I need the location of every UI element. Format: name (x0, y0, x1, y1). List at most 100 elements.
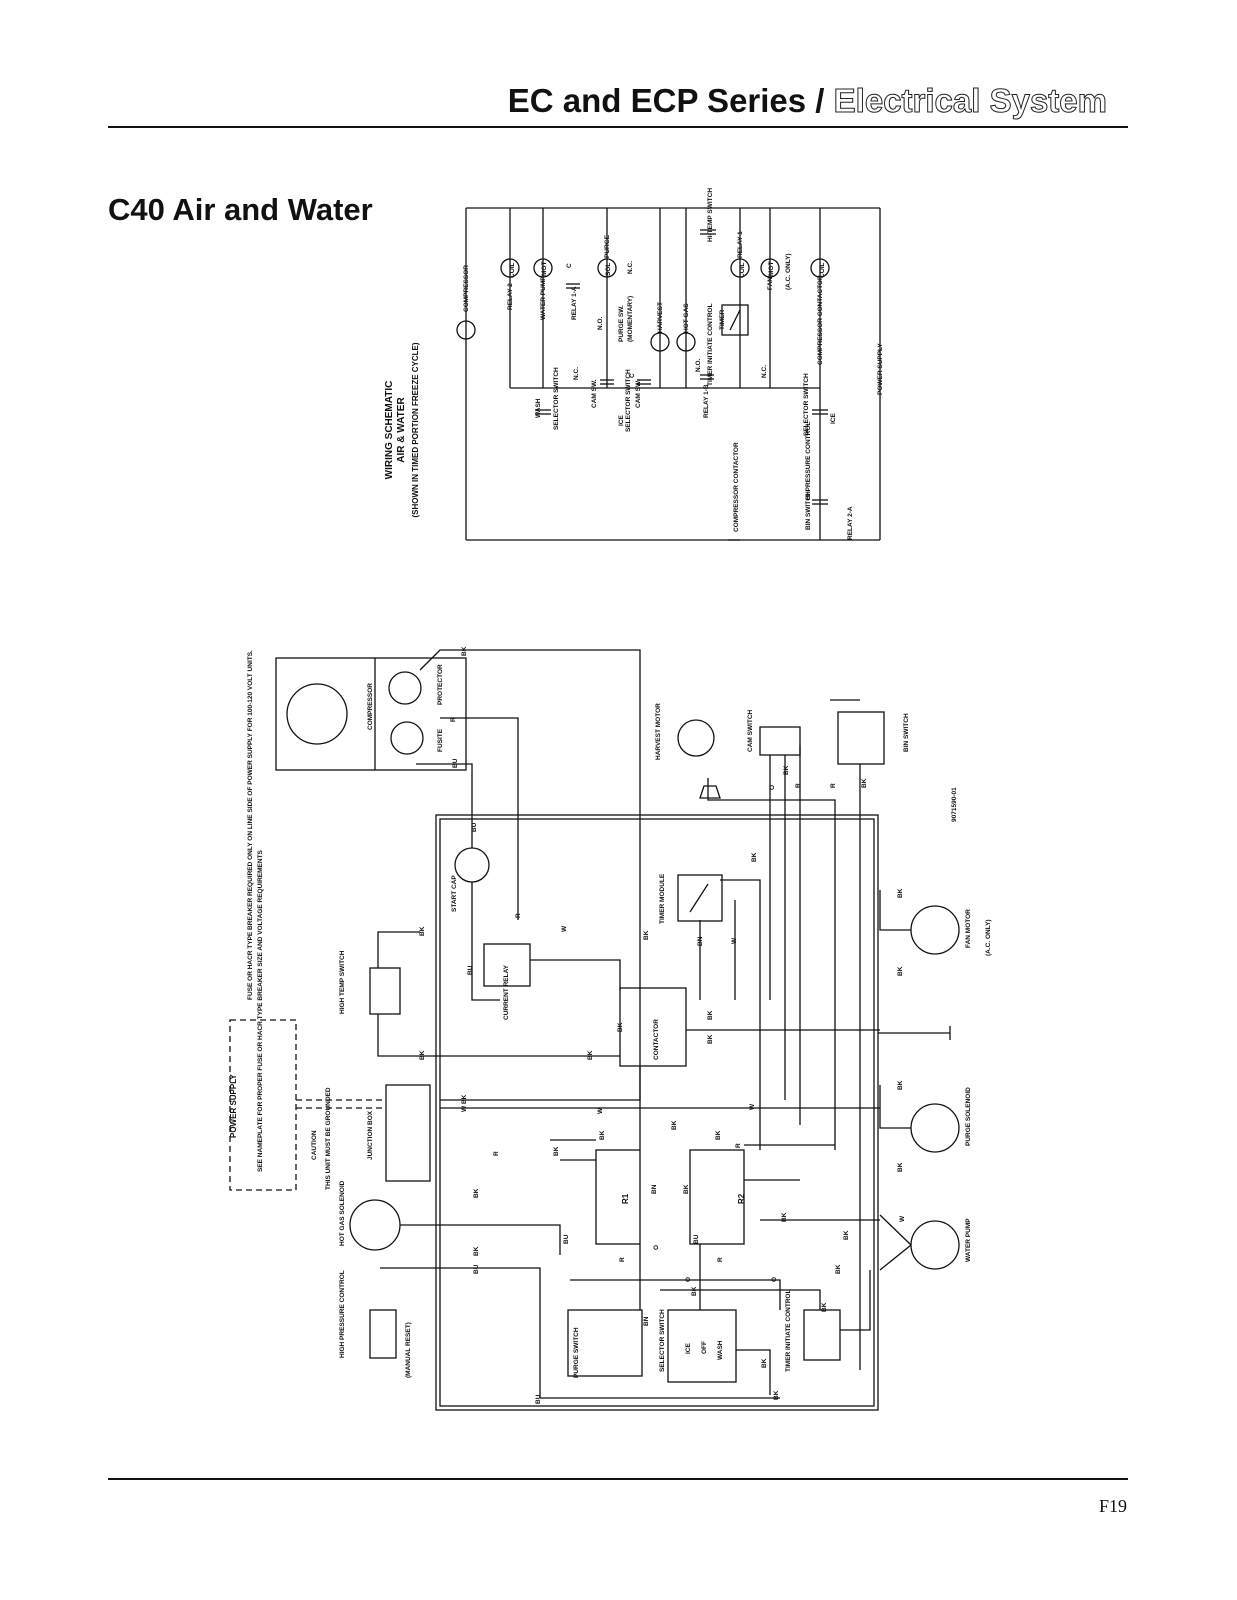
label-mot-1: MOT (541, 262, 548, 276)
label-bin-switch: BIN SWITCH (805, 491, 812, 530)
label-selector-switch-2: SELECTOR SWITCH (625, 369, 632, 432)
wire-bn-1: BN (697, 936, 704, 946)
harvest-plug-icon (699, 785, 721, 799)
label-no-2: N.O. (695, 358, 702, 372)
label-relay2: RELAY 2 (507, 283, 514, 310)
label-cam-switch: CAM SWITCH (747, 709, 754, 752)
harvest-motor-icon (677, 719, 715, 757)
wire-bk-10: BK (707, 1010, 714, 1020)
label-timer-initiate: TIMER INITIATE CONTROL (785, 1289, 792, 1372)
label-timer-initiate: TIMER INITIATE CONTROL (707, 303, 714, 386)
label-start-cap: START CAP (451, 875, 458, 912)
junction-box (385, 1084, 431, 1182)
wire-bk-2: BK (643, 930, 650, 940)
label-caution: CAUTION (311, 1130, 318, 1160)
purge-sol-symbol (597, 258, 617, 278)
relay1-coil-symbol (730, 258, 750, 278)
label-coil-1: COIL (509, 262, 516, 278)
wire-bk-3: BK (419, 926, 426, 936)
schematic-contacts (535, 229, 828, 541)
wire-color-labels: BK R BU BU R W BK BK BU BN W O BK R R BK… (419, 646, 906, 1404)
control-box-outer (435, 814, 879, 1411)
wire-bk-11: BK (707, 1034, 714, 1044)
wiring-schematic: WIRING SCHEMATIC AIR & WATER (SHOWN IN T… (384, 188, 884, 541)
hot-gas-solenoid-icon (349, 1199, 401, 1251)
wire-r-3: R (795, 783, 802, 788)
label-purge-sw: PURGE SW. (618, 305, 625, 342)
label-bin-switch: BIN SWITCH (903, 713, 910, 752)
wire-bk-15: BK (897, 1162, 904, 1172)
section-name: Electrical System (833, 82, 1107, 120)
fan-mot-symbol (760, 258, 780, 278)
part-number: 9071590-01 (951, 787, 958, 822)
label-power-supply: POWER SUPPLY (877, 343, 884, 395)
label-ac-only: (A.C. ONLY) (785, 253, 792, 290)
wire-bk-22: BK (781, 1212, 788, 1222)
label-high-temp: HIGH TEMP SWITCH (339, 950, 346, 1014)
label-r2: R2 (737, 1193, 746, 1204)
page-title: C40 Air and Water (108, 192, 373, 227)
purge-solenoid-icon (910, 1103, 960, 1153)
label-c-2: C (629, 373, 636, 378)
label-selector-switch: SELECTOR SWITCH (553, 367, 560, 430)
label-water-pump: WATER PUMP (965, 1218, 972, 1262)
wire-r-8: R (717, 1257, 724, 1262)
wire-bn-2: BN (651, 1184, 658, 1194)
schematic-title-1: WIRING SCHEMATIC (384, 381, 395, 480)
timer-initiate-control-box (803, 1309, 841, 1361)
control-box-inner (439, 818, 875, 1407)
wire-w-4: W (749, 1103, 756, 1110)
fuse-note: FUSE OR HACR TYPE BREAKER REQUIRED ONLY … (247, 650, 254, 1000)
bin-switch-box (837, 711, 885, 765)
label-fan-motor: FAN MOTOR (965, 909, 972, 948)
wire-bk-27: BK (821, 1302, 828, 1312)
label-manual-reset: (MANUAL RESET) (405, 1322, 412, 1378)
relay2-coil-symbol (500, 258, 520, 278)
wire-bk-19: BK (553, 1146, 560, 1156)
label-comp-contactor-2: COMPRESSOR CONTACTOR (733, 442, 740, 532)
wire-bn-3: BN (643, 1316, 650, 1326)
fusite-icon (390, 721, 424, 755)
label-purge-switch: PURGE SWITCH (573, 1327, 580, 1378)
wire-bk-5: BK (861, 778, 868, 788)
label-selector-switch: SELECTOR SWITCH (659, 1309, 666, 1372)
fan-motor-icon (910, 905, 960, 955)
header-title: EC and ECP Series / Electrical System (507, 82, 1108, 120)
label-purge-solenoid: PURGE SOLENOID (965, 1087, 972, 1146)
label-relay-2a: RELAY 2-A (847, 506, 854, 540)
label-momentary: (MOMENTARY) (627, 296, 634, 342)
label-water-pump: WATER PUMP (540, 276, 547, 320)
label-caution-text: THIS UNIT MUST BE GROUNDED (325, 1087, 332, 1190)
label-c-1: C (566, 263, 573, 268)
selector-wash: WASH (717, 1340, 724, 1360)
power-supply-box (229, 1019, 297, 1191)
wire-bk-18: BK (715, 1130, 722, 1140)
label-r1: R1 (621, 1193, 630, 1204)
wire-r-5: R (735, 1143, 742, 1148)
series-title: EC and ECP Series (507, 82, 807, 119)
wire-bu-3: BU (467, 965, 474, 975)
high-temp-switch-box (369, 967, 401, 1015)
wire-bu-2: BU (471, 822, 478, 832)
high-pressure-control-box (369, 1309, 397, 1359)
wire-bk-1: BK (461, 646, 468, 656)
wire-bk-25: BK (835, 1264, 842, 1274)
wire-bk-28: BK (761, 1358, 768, 1368)
wire-bk-24: BK (473, 1246, 480, 1256)
page-number: F19 (1098, 1496, 1127, 1516)
wire-r-4: R (830, 783, 837, 788)
relay-r1-box (595, 1149, 641, 1245)
wire-o-1: O (769, 785, 776, 790)
wire-bk-8: BK (897, 966, 904, 976)
wire-bu-5: BU (693, 1234, 700, 1244)
wire-w-2: W (731, 937, 738, 944)
wire-bk-4: BK (783, 765, 790, 775)
wire-r-1: R (450, 717, 457, 722)
wire-bu-4: BU (563, 1234, 570, 1244)
water-pump-icon (910, 1220, 960, 1270)
wire-wbk-1: W BK (461, 1094, 468, 1112)
label-fan-motor-note: (A.C. ONLY) (985, 919, 992, 956)
wire-o-2: O (653, 1245, 660, 1250)
wire-bk-16: BK (599, 1130, 606, 1140)
